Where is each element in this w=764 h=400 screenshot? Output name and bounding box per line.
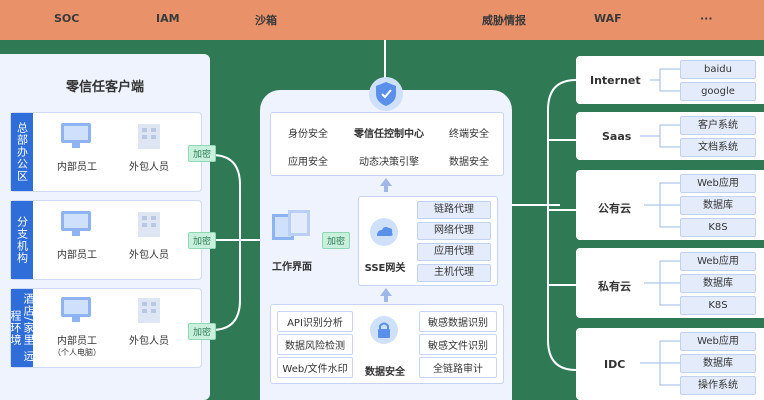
site-row-hq: 总部办公区 内部员工 外包人员 <box>10 112 202 192</box>
topbar-item-more: ··· <box>700 12 713 25</box>
gateway-item-link-proxy: 链路代理 <box>417 201 491 219</box>
internal-staff-label: 内部员工 <box>57 250 97 261</box>
target-item-web-app: Web应用 <box>680 252 756 271</box>
gateway-item-app-proxy: 应用代理 <box>417 243 491 261</box>
zero-trust-client-panel: 零信任客户端 总部办公区 内部员工 外包人员 分支机构 内部员工 外包人员 酒店… <box>0 54 210 400</box>
encrypt-tag-workspace: 加密 <box>322 232 351 249</box>
control-item-app: 应用安全 <box>288 157 328 168</box>
target-item-web-app: Web应用 <box>680 174 756 193</box>
target-item-os: 操作系统 <box>680 376 756 395</box>
client-panel-title: 零信任客户端 <box>65 80 144 95</box>
data-item-watermark: Web/文件水印 <box>277 357 353 378</box>
shield-icon <box>369 77 403 111</box>
target-item-customer-system: 客户系统 <box>680 116 756 135</box>
control-item-endpoint: 终端安全 <box>449 129 489 140</box>
target-title-saas: Saas <box>602 130 632 143</box>
building-icon <box>138 212 160 237</box>
outsourced-staff-hq: 外包人员 <box>119 121 179 173</box>
internal-staff-label: 内部员工 <box>57 162 97 173</box>
control-item-data: 数据安全 <box>449 157 489 168</box>
data-item-risk-detection: 数据风险检测 <box>277 334 353 355</box>
target-item-database: 数据库 <box>680 196 756 215</box>
outsourced-staff-label: 外包人员 <box>129 250 169 261</box>
data-item-full-audit: 全链路审计 <box>419 357 497 378</box>
internal-staff-branch: 内部员工 <box>47 209 107 261</box>
target-item-database: 数据库 <box>680 274 756 293</box>
encrypt-tag-remote: 加密 <box>188 323 217 340</box>
building-icon <box>138 298 160 323</box>
sse-gateway-box: SSE网关 链路代理 网络代理 应用代理 主机代理 <box>358 196 498 286</box>
data-item-api-analysis: API识别分析 <box>277 311 353 332</box>
sse-gateway-title: SSE网关 <box>364 263 406 274</box>
topbar-item-sandbox: 沙箱 <box>255 14 277 27</box>
target-group-internet: Internet baidu google <box>576 56 764 104</box>
control-center-title: 零信任控制中心 <box>354 129 424 140</box>
internal-staff-hq: 内部员工 <box>47 121 107 173</box>
data-lock-icon <box>370 316 398 344</box>
personal-pc-note: （个人电脑） <box>53 348 101 357</box>
outsourced-staff-label: 外包人员 <box>129 336 169 347</box>
target-item-k8s: K8S <box>680 218 756 237</box>
control-item-decision-engine: 动态决策引擎 <box>359 157 419 168</box>
top-services-bar: SOC IAM 沙箱 威胁情报 WAF ··· <box>0 0 764 40</box>
arrow-up-icon <box>380 288 392 302</box>
target-title-private-cloud: 私有云 <box>598 280 631 293</box>
encrypt-tag-branch: 加密 <box>188 232 217 249</box>
target-item-web-app: Web应用 <box>680 332 756 351</box>
target-item-document-system: 文档系统 <box>680 138 756 157</box>
topbar-item-waf: WAF <box>594 12 622 25</box>
site-label-branch: 分支机构 <box>11 201 33 279</box>
data-security-title: 数据安全 <box>365 367 405 378</box>
internal-staff-label: 内部员工 <box>57 336 97 347</box>
outsourced-staff-branch: 外包人员 <box>119 209 179 261</box>
workspace-screens-icon <box>272 210 310 240</box>
data-item-sensitive-data: 敏感数据识别 <box>419 311 497 332</box>
desktop-monitor-icon <box>61 123 91 148</box>
gateway-item-network-proxy: 网络代理 <box>417 222 491 240</box>
target-title-idc: IDC <box>604 358 626 371</box>
control-center-box: 身份安全 零信任控制中心 终端安全 应用安全 动态决策引擎 数据安全 <box>270 112 504 176</box>
workspace-label: 工作界面 <box>272 262 312 273</box>
target-title-internet: Internet <box>590 74 641 87</box>
control-item-identity: 身份安全 <box>288 129 328 140</box>
cloud-gateway-icon <box>370 218 398 246</box>
arrow-up-icon <box>380 178 392 192</box>
data-security-box: API识别分析 数据风险检测 Web/文件水印 数据安全 敏感数据识别 敏感文件… <box>270 304 504 384</box>
data-item-sensitive-files: 敏感文件识别 <box>419 334 497 355</box>
encrypt-tag-hq: 加密 <box>188 145 217 162</box>
outsourced-staff-remote: 外包人员 <box>119 295 179 347</box>
target-group-public-cloud: 公有云 Web应用 数据库 K8S <box>576 170 764 240</box>
site-row-remote: 酒店/家里 远程环境 内部员工 （个人电脑） 外包人员 <box>9 288 202 368</box>
target-item-k8s: K8S <box>680 296 756 315</box>
outsourced-staff-label: 外包人员 <box>129 162 169 173</box>
internal-staff-remote: 内部员工 （个人电脑） <box>47 295 107 358</box>
desktop-monitor-icon <box>61 297 91 322</box>
target-item-database: 数据库 <box>680 354 756 373</box>
building-icon <box>138 124 160 149</box>
topbar-item-iam: IAM <box>156 12 180 25</box>
site-row-branch: 分支机构 内部员工 外包人员 <box>10 200 202 280</box>
desktop-monitor-icon <box>61 211 91 236</box>
site-label-hq: 总部办公区 <box>11 113 33 191</box>
gateway-item-host-proxy: 主机代理 <box>417 264 491 282</box>
topbar-item-threat-intel: 威胁情报 <box>482 14 526 27</box>
target-group-private-cloud: 私有云 Web应用 数据库 K8S <box>576 248 764 318</box>
sse-architecture-panel: 身份安全 零信任控制中心 终端安全 应用安全 动态决策引擎 数据安全 工作界面 … <box>260 77 512 400</box>
target-title-public-cloud: 公有云 <box>598 202 631 215</box>
target-group-saas: Saas 客户系统 文档系统 <box>576 112 764 160</box>
target-group-idc: IDC Web应用 数据库 操作系统 <box>576 328 764 400</box>
topbar-item-soc: SOC <box>54 12 80 25</box>
site-label-remote: 酒店/家里 远程环境 <box>9 289 35 367</box>
target-item-baidu: baidu <box>680 60 756 79</box>
target-item-google: google <box>680 82 756 101</box>
